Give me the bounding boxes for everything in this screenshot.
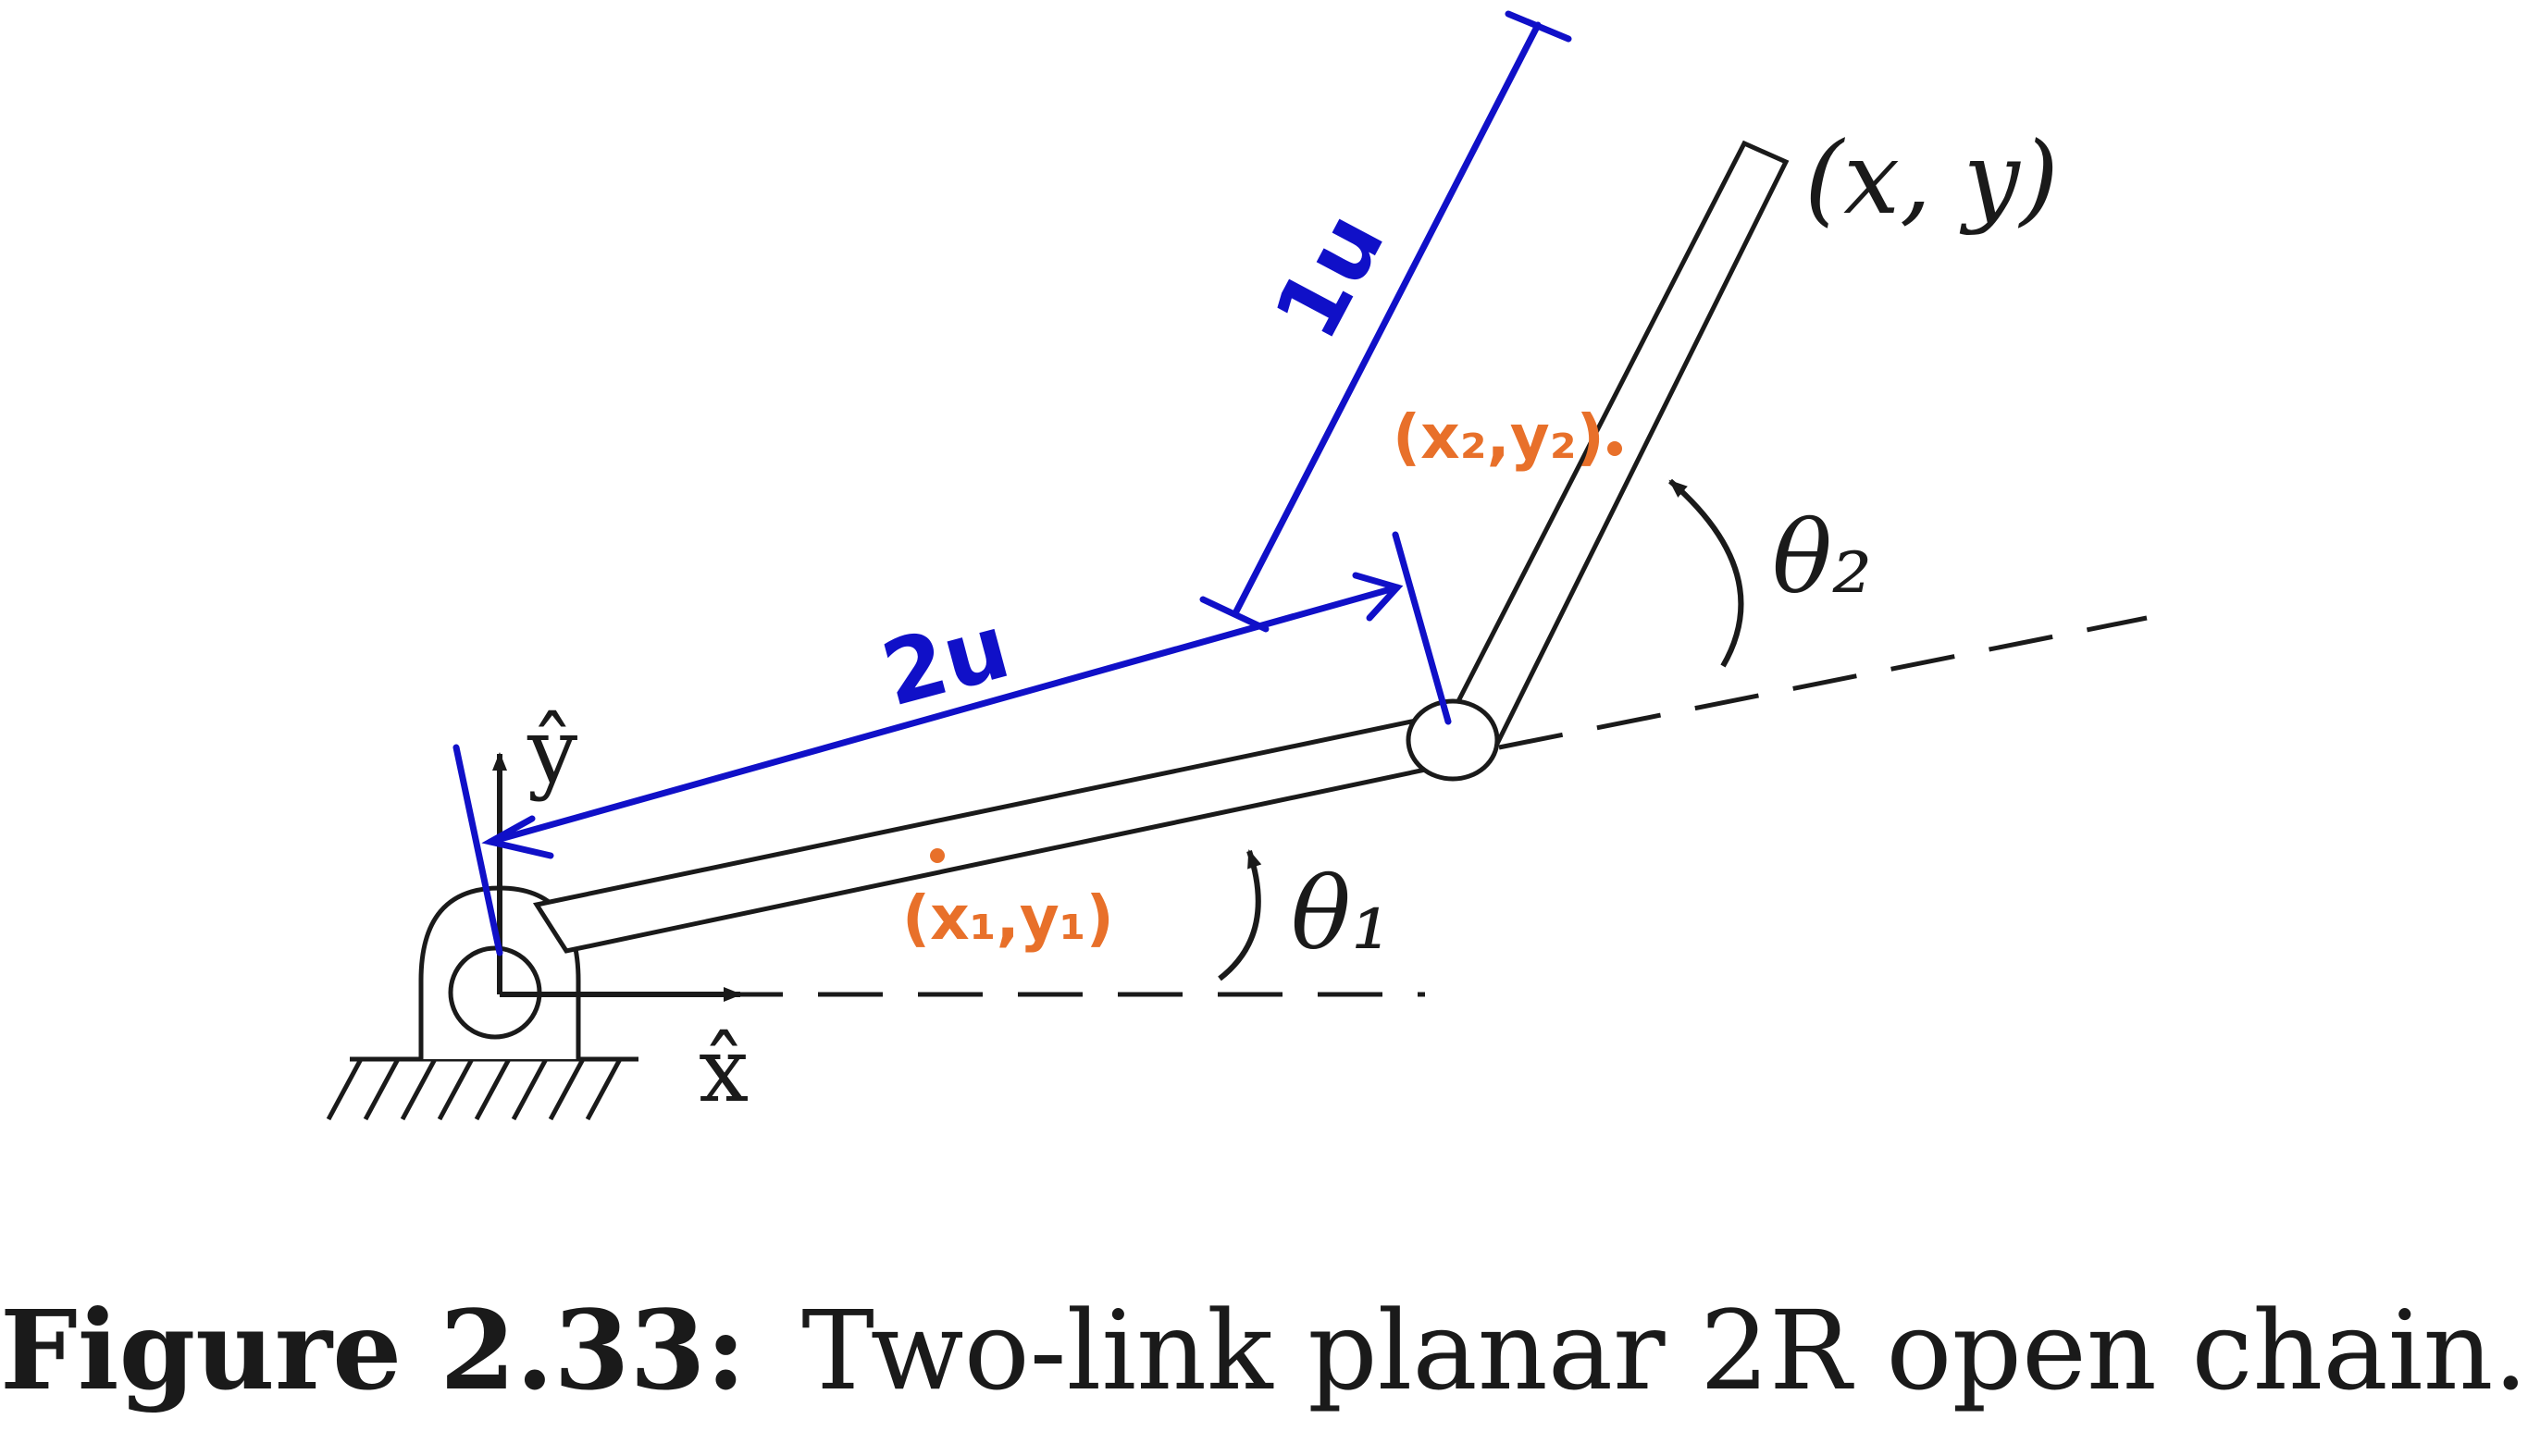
length-1u-annotation	[1199, 10, 1572, 633]
end-effector-label: (x, y)	[1804, 121, 2059, 237]
point-x1y1-label: (x₁,y₁)	[902, 882, 1114, 954]
joint-2	[1406, 698, 1500, 782]
theta1-label: θ₁	[1291, 857, 1391, 972]
link1-extension-dashed-line	[1498, 615, 2148, 750]
theta2-arc	[1668, 478, 1744, 668]
y-axis-label: ŷ	[527, 699, 577, 803]
figure-caption: Figure 2.33: Two-link planar 2R open chai…	[0, 1286, 2528, 1414]
theta1-arc	[1218, 849, 1262, 981]
theta2-label: θ₂	[1772, 500, 1872, 616]
figure-caption-label: Figure 2.33:	[0, 1286, 747, 1414]
point-x2y2-dot	[1607, 441, 1622, 456]
figure-caption-text: Two-link planar 2R open chain.	[801, 1287, 2528, 1414]
point-x2y2-label: (x₂,y₂)	[1393, 401, 1605, 473]
x-axis-label: x̂	[699, 1018, 749, 1122]
two-link-arm-diagram: (x, y) θ₂ θ₁ ŷ x̂ 1u 2u (x₂,y₂) (x₁,y₁)	[326, 10, 2148, 1122]
length-2u-annotation	[452, 531, 1452, 956]
point-x1y1-dot	[930, 848, 945, 863]
length-2u-label: 2u	[872, 594, 1020, 726]
ground-hatching	[326, 1056, 638, 1121]
